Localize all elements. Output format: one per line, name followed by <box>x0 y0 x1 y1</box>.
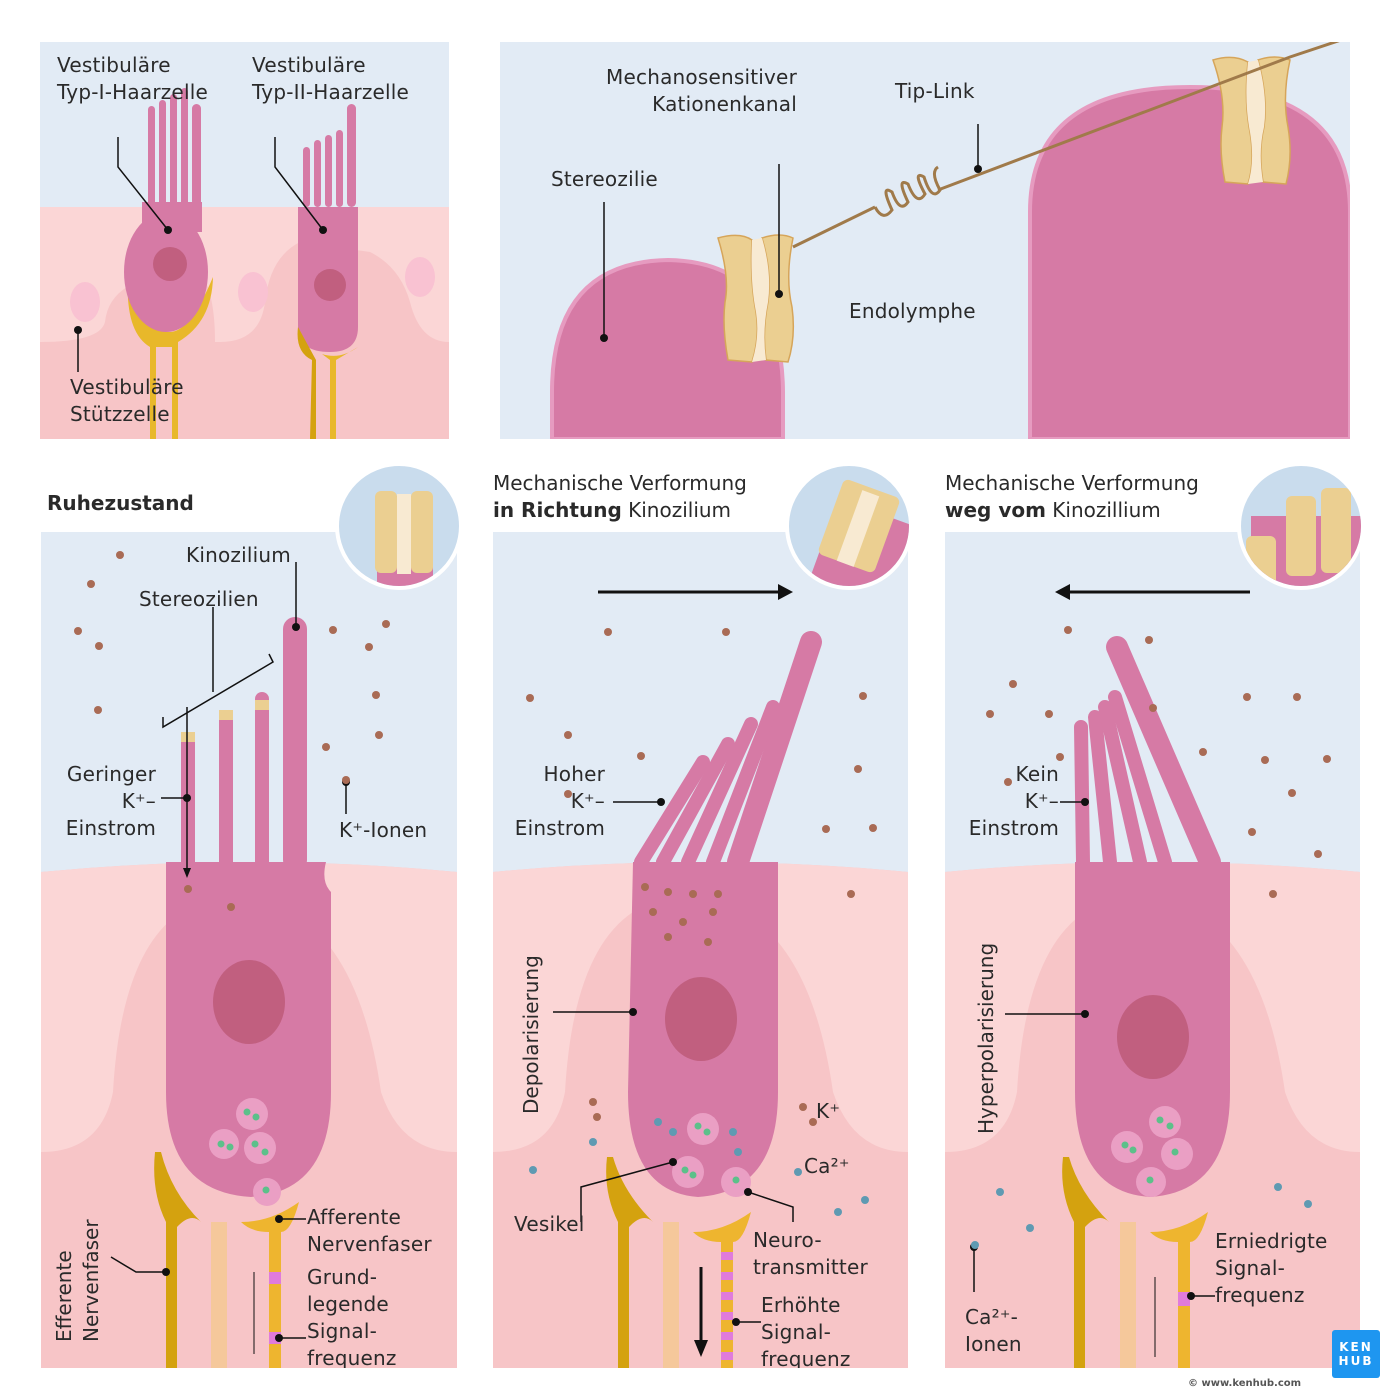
stereocilium-tall <box>1028 84 1350 439</box>
hyperpolarization-label: Hyperpolarisierung <box>974 942 998 1134</box>
tip-link <box>792 42 1340 249</box>
toward-illustration <box>493 532 908 1368</box>
endolymph-label: Endolymphe <box>849 299 976 323</box>
rest-state-illustration <box>41 532 457 1368</box>
kinocilium <box>283 617 307 872</box>
depolarization-label: Depolarisierung <box>519 955 543 1114</box>
vesicle-label: Vesikel <box>514 1212 585 1236</box>
arrow-left <box>1055 584 1070 600</box>
afferent-bouton <box>322 347 358 439</box>
k-label: K⁺ <box>816 1099 841 1123</box>
inset-rest <box>335 462 463 590</box>
efferent-bouton <box>297 327 316 439</box>
afferent-nerve-fiber <box>241 1202 299 1368</box>
neurotransmitter-label: Neuro-transmitter <box>753 1228 868 1279</box>
away-illustration <box>945 532 1360 1368</box>
ca-ions-label: Ca²⁺-Ionen <box>965 1305 1022 1356</box>
inset-toward <box>785 462 913 590</box>
efferent-nerve-fiber <box>154 1152 201 1368</box>
tip-link-label: Tip-Link <box>895 79 975 103</box>
mechanosensitive-channel <box>717 234 795 363</box>
stereocilia-label: Stereozilien <box>139 587 259 611</box>
arrow-right <box>778 584 793 600</box>
rest-title: Ruhezustand <box>47 491 194 515</box>
kinocilium <box>192 104 201 206</box>
k-ions <box>74 551 390 911</box>
tip-link-illustration <box>500 42 1350 439</box>
copyright-text: © www.kenhub.com <box>1188 1378 1302 1389</box>
hair-cell-types-illustration <box>40 42 449 439</box>
stereocilium-label: Stereozilie <box>551 167 658 191</box>
inset-away <box>1237 462 1365 590</box>
nucleus <box>153 247 187 281</box>
kinocilium-label: Kinozilium <box>186 543 291 567</box>
k-ions-label: K⁺-Ionen <box>339 818 428 842</box>
ca-label: Ca²⁺ <box>804 1154 850 1178</box>
support-cell-nucleus <box>70 282 100 322</box>
